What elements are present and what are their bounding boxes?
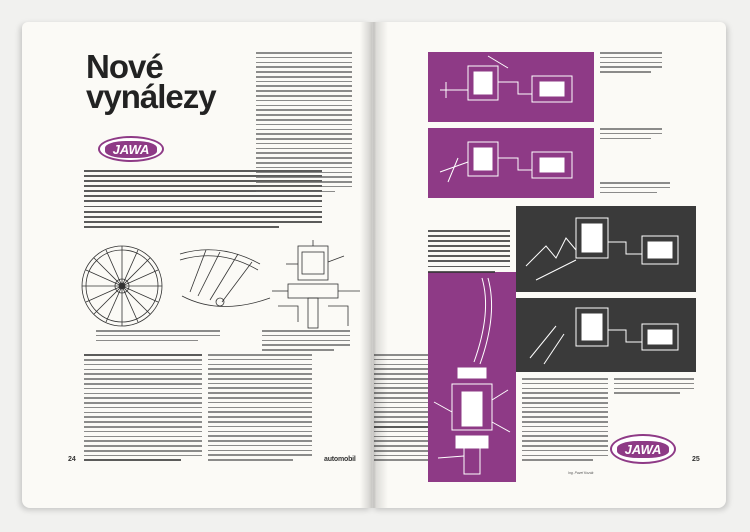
text-column-bottom-middle <box>208 354 312 464</box>
diagram-panel-5 <box>428 272 516 487</box>
wheel-caption <box>96 330 220 344</box>
title-line-1: Nové <box>86 48 164 85</box>
right-page: JAWA Ing. Pavel Kozák 25 <box>372 22 726 508</box>
left-page: Nové vynálezy JAWA <box>22 22 372 508</box>
panel-1-caption <box>600 52 662 76</box>
page-number-right: 25 <box>692 456 700 463</box>
diagram-panel-2 <box>428 128 594 203</box>
diagram-panel-3 <box>516 206 696 297</box>
panel-2-caption <box>600 128 662 142</box>
diagram-panel-4 <box>516 298 696 377</box>
diagram-panel-1 <box>428 52 594 127</box>
page-number-left: 24 <box>68 456 76 463</box>
intro-paragraph <box>84 170 322 231</box>
magazine-spread: Nové vynálezy JAWA <box>22 22 726 508</box>
text-column-right-page-bottom <box>522 378 608 464</box>
title-line-2: vynálezy <box>86 78 217 115</box>
panel-3-caption <box>428 230 510 276</box>
wheel-illustration <box>70 236 280 340</box>
text-column-top <box>256 52 352 195</box>
page-title: Nové vynálezy <box>86 48 217 115</box>
carburetor-illustration <box>268 236 364 340</box>
text-column-bottom-left <box>84 354 202 465</box>
jawa-logo-text: JAWA <box>104 140 158 158</box>
panel-2-caption-b <box>600 182 670 196</box>
jawa-logo: JAWA <box>98 136 164 162</box>
author-credit: Ing. Pavel Kozák <box>568 471 594 475</box>
mechanism-caption <box>262 330 350 354</box>
automobil-logo: automobil <box>324 456 356 463</box>
panel-4-caption <box>614 378 694 397</box>
jawa-logo-right: JAWA <box>610 434 676 464</box>
text-column-right-page-left <box>374 354 464 464</box>
jawa-logo-right-text: JAWA <box>616 440 670 458</box>
